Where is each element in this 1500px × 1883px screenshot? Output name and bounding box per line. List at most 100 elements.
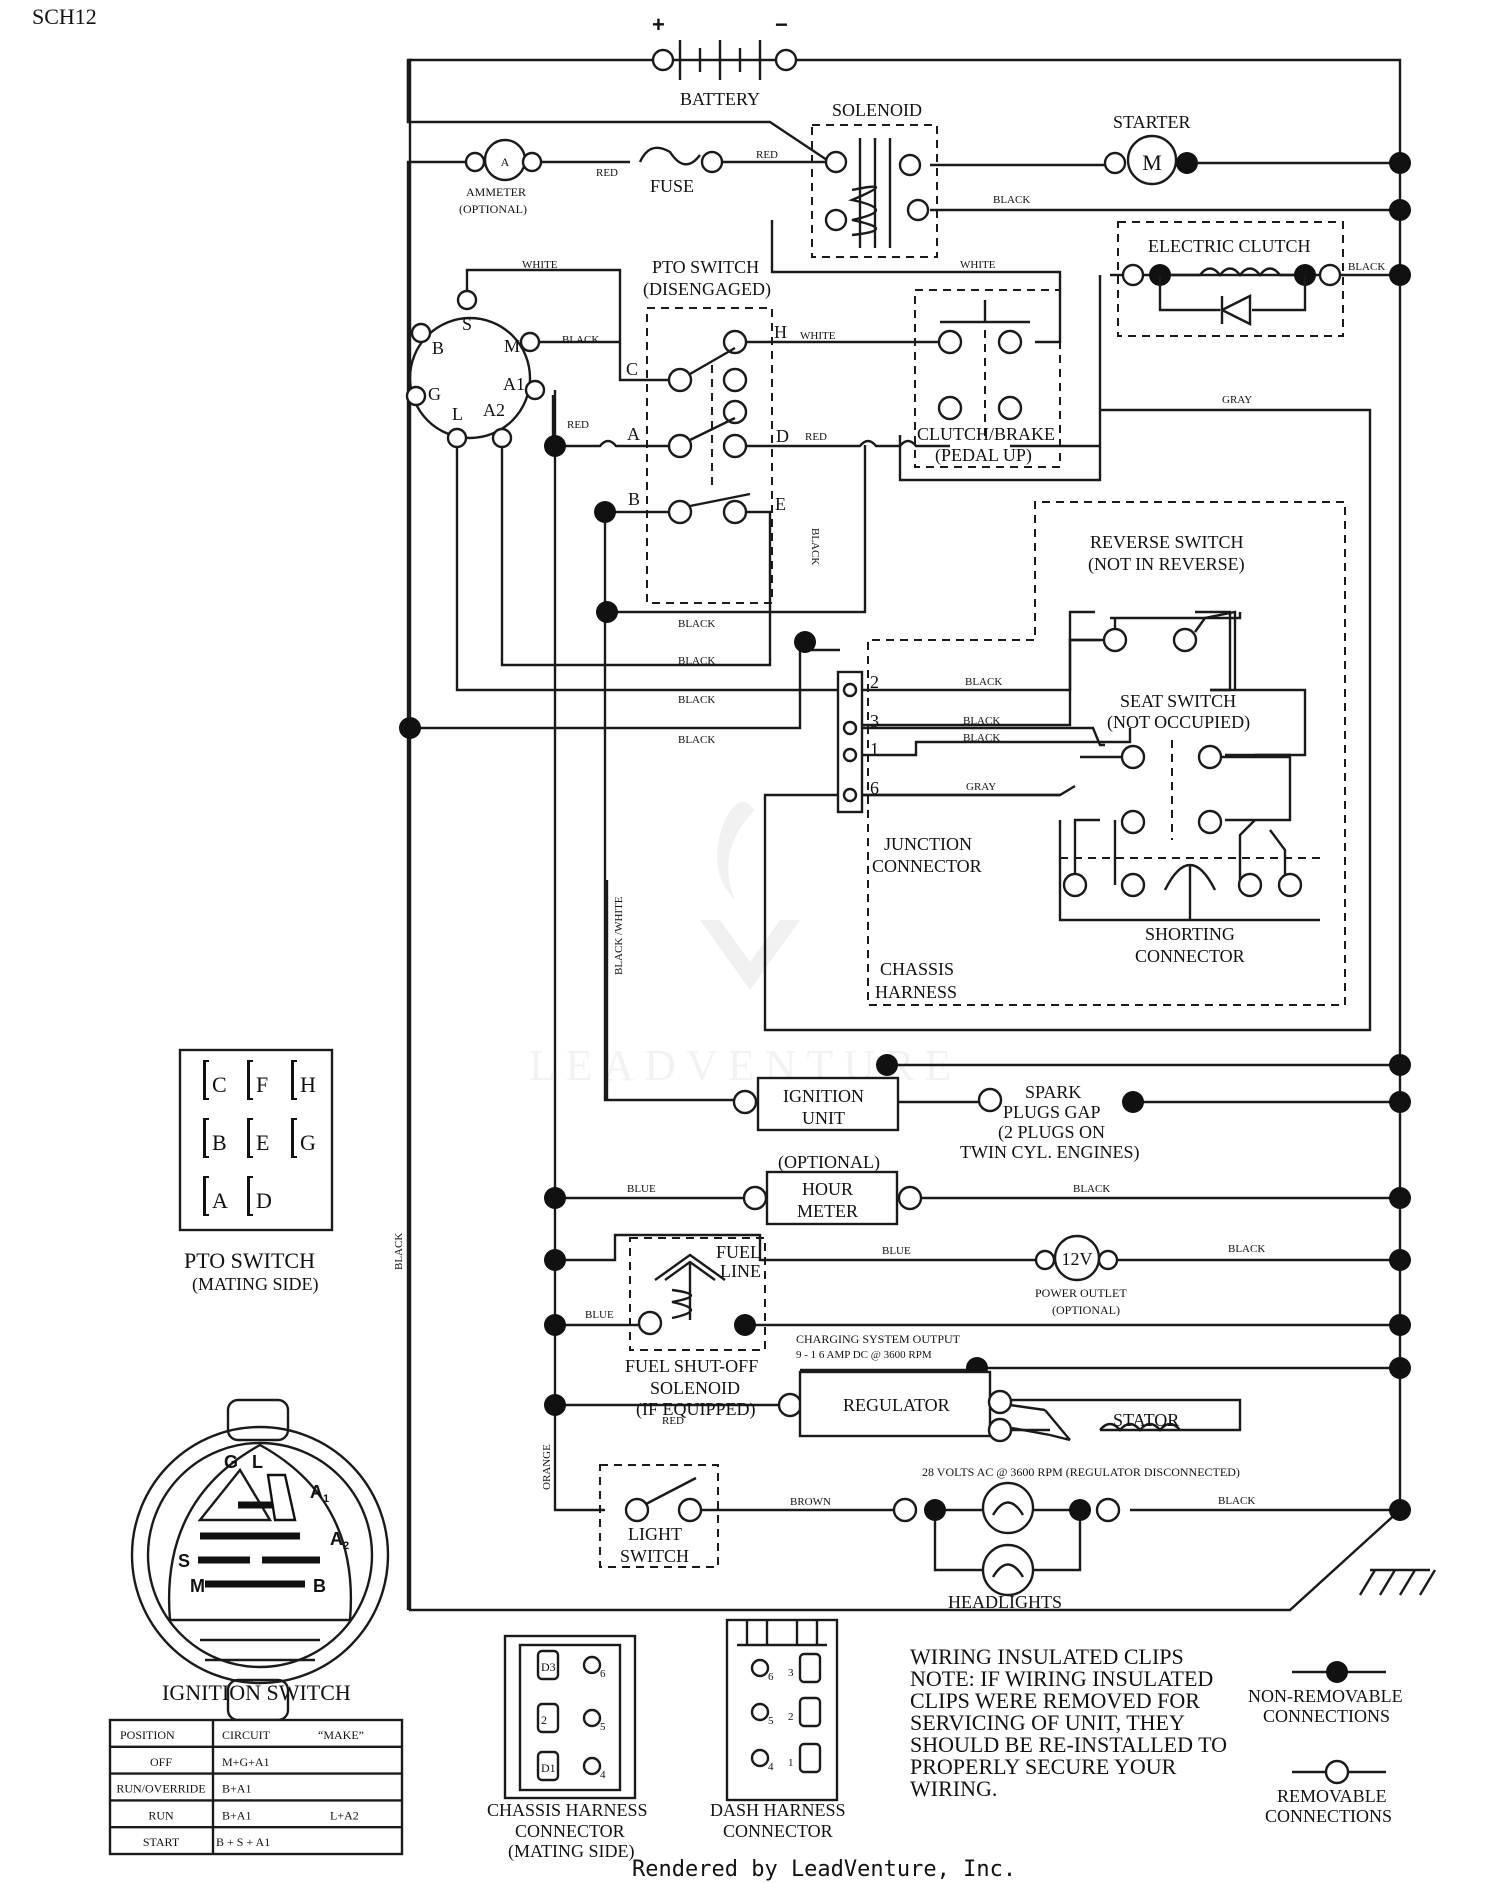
charging-output-spec: 9 - 1 6 AMP DC @ 3600 RPM bbox=[796, 1349, 932, 1361]
non-removable-connection-dots bbox=[399, 152, 1411, 1521]
ign-face-A1: A bbox=[310, 1482, 323, 1502]
wire-black-label: BLACK bbox=[562, 334, 599, 346]
wire-black-label: BLACK bbox=[1218, 1495, 1255, 1507]
ign-terminal-A2: A2 bbox=[483, 400, 505, 420]
legend-removable-label: REMOVABLE bbox=[1277, 1786, 1387, 1806]
fuel-line-label: FUEL bbox=[716, 1242, 761, 1262]
table-cell-position: START bbox=[143, 1835, 180, 1849]
ign-face-A1-sub: 1 bbox=[323, 1493, 329, 1505]
pto-terminal-C: C bbox=[626, 359, 638, 379]
wire-black-label: BLACK bbox=[963, 732, 1000, 744]
wire-white-label: WHITE bbox=[522, 259, 558, 271]
battery-negative-terminal bbox=[774, 48, 798, 72]
wire-black-label: BLACK bbox=[993, 194, 1030, 206]
table-cell-make: L+A2 bbox=[330, 1808, 359, 1822]
ammeter-optional-label: (OPTIONAL) bbox=[459, 202, 527, 216]
ign-face-S: S bbox=[178, 1551, 190, 1571]
ign-face-A2-sub: 2 bbox=[343, 1540, 349, 1552]
battery-minus-sign: − bbox=[775, 12, 788, 37]
junction-connector: 2 3 1 6 JUNCTION CONNECTOR BLACK BLACK B… bbox=[613, 670, 1002, 975]
stator-voltage-note: 28 VOLTS AC @ 3600 RPM (REGULATOR DISCON… bbox=[922, 1465, 1240, 1479]
ign-terminal-B: B bbox=[432, 338, 444, 358]
fuel-solenoid-label: FUEL SHUT-OFF bbox=[625, 1356, 758, 1376]
wiring-clips-note: WIRING INSULATED CLIPS NOTE: IF WIRING I… bbox=[910, 1644, 1227, 1801]
electric-clutch-label: ELECTRIC CLUTCH bbox=[1148, 236, 1311, 256]
wire-orange-label: ORANGE bbox=[541, 1444, 553, 1490]
wire-red-label: RED bbox=[756, 149, 778, 161]
ammeter-symbol: A bbox=[501, 155, 510, 169]
clutch-brake-switch: WHITE CLUTCH/BRAKE (PEDAL UP) GRAY bbox=[914, 259, 1252, 468]
ignition-unit-label: IGNITION bbox=[783, 1086, 864, 1106]
table-header-circuit: CIRCUIT bbox=[222, 1728, 271, 1742]
ign-face-M: M bbox=[190, 1576, 205, 1596]
wire-black-label: BLACK bbox=[678, 618, 715, 630]
wire-red-label: RED bbox=[567, 419, 589, 431]
pto-mating-letter: F bbox=[256, 1072, 268, 1097]
pto-mating-letter: B bbox=[212, 1130, 227, 1155]
ammeter: A AMMETER (OPTIONAL) bbox=[459, 138, 543, 216]
battery: + − BATTERY bbox=[651, 12, 798, 109]
chassis-connector-label-3: (MATING SIDE) bbox=[508, 1841, 634, 1862]
pto-terminal-B: B bbox=[628, 489, 640, 509]
pto-switch-state-label: (DISENGAGED) bbox=[643, 279, 771, 300]
table-cell-circuit: B+A1 bbox=[222, 1808, 251, 1822]
dash-pin-right: 3 bbox=[788, 1667, 794, 1679]
chassis-harness-label-2: HARNESS bbox=[875, 982, 957, 1002]
seat-switch: SEAT SWITCH (NOT OCCUPIED) SHORTING CONN… bbox=[1060, 691, 1320, 966]
connection-legend: NON-REMOVABLE CONNECTIONS REMOVABLE CONN… bbox=[1248, 1661, 1403, 1826]
note-line-7: WIRING. bbox=[910, 1776, 997, 1801]
dash-connector-label: DASH HARNESS bbox=[710, 1800, 846, 1820]
spark-plugs-note-1: (2 PLUGS ON bbox=[998, 1122, 1105, 1143]
chassis-harness: CHASSIS HARNESS bbox=[867, 501, 1346, 1006]
ign-face-A2: A bbox=[330, 1529, 343, 1549]
clutch-brake-label: CLUTCH/BRAKE bbox=[917, 424, 1055, 444]
starter-motor-symbol: M bbox=[1142, 150, 1162, 175]
fuse-label: FUSE bbox=[650, 176, 694, 196]
wire-black-label: BLACK bbox=[1228, 1243, 1265, 1255]
wire-black-label: BLACK bbox=[678, 734, 715, 746]
wire-blue-label: BLUE bbox=[585, 1309, 614, 1321]
starter-motor: STARTER M BLACK bbox=[993, 112, 1198, 206]
charging-output-label: CHARGING SYSTEM OUTPUT bbox=[796, 1332, 961, 1346]
chassis-pin-left: D3 bbox=[541, 1660, 556, 1674]
legend-nonremovable-label-2: CONNECTIONS bbox=[1263, 1706, 1390, 1726]
ign-face-G: G bbox=[224, 1452, 238, 1472]
hour-meter-optional-label: (OPTIONAL) bbox=[778, 1152, 880, 1173]
light-switch-label: LIGHT bbox=[628, 1524, 682, 1544]
battery-positive-terminal bbox=[651, 48, 675, 72]
spark-plugs-gap-label: PLUGS GAP bbox=[1003, 1102, 1101, 1122]
legend-removable-label-2: CONNECTIONS bbox=[1265, 1806, 1392, 1826]
solenoid: SOLENOID bbox=[811, 100, 938, 258]
ammeter-label: AMMETER bbox=[466, 185, 526, 199]
ignition-unit: IGNITION UNIT SPARK PLUGS GAP (2 PLUGS O… bbox=[732, 1054, 1144, 1163]
stator-label: STATOR bbox=[1113, 1410, 1179, 1430]
dash-pin-right: 1 bbox=[788, 1757, 794, 1769]
shorting-connector-label: SHORTING bbox=[1145, 924, 1235, 944]
fuel-shutoff-solenoid: FUEL LINE FUEL SHUT-OFF SOLENOID (IF EQU… bbox=[585, 1237, 766, 1420]
table-header-position: POSITION bbox=[120, 1728, 175, 1742]
regulator-label: REGULATOR bbox=[843, 1395, 950, 1415]
battery-plus-sign: + bbox=[652, 12, 665, 37]
wire-black-label: BLACK bbox=[963, 715, 1000, 727]
pto-mating-letter: D bbox=[256, 1188, 272, 1213]
seat-switch-state-label: (NOT OCCUPIED) bbox=[1107, 712, 1250, 733]
chassis-pin-right: 6 bbox=[600, 1668, 606, 1680]
table-cell-position: RUN/OVERRIDE bbox=[116, 1782, 205, 1796]
wire-red-label: RED bbox=[596, 167, 618, 179]
chassis-connector-label: CHASSIS HARNESS bbox=[487, 1800, 648, 1820]
junction-pin-6: 6 bbox=[870, 778, 879, 798]
shorting-connector-label-2: CONNECTOR bbox=[1135, 946, 1245, 966]
chassis-harness-label: CHASSIS bbox=[880, 959, 954, 979]
pto-switch-label: PTO SWITCH bbox=[652, 257, 759, 277]
ignition-switch-title: IGNITION SWITCH bbox=[162, 1680, 351, 1705]
junction-pin-3: 3 bbox=[870, 711, 879, 731]
wire-black-label: BLACK bbox=[393, 1233, 405, 1270]
chassis-pin-right: 4 bbox=[600, 1769, 606, 1781]
fuel-solenoid-label-3: (IF EQUIPPED) bbox=[636, 1399, 756, 1420]
dash-pin-left: 6 bbox=[768, 1671, 774, 1683]
table-cell-circuit: M+G+A1 bbox=[222, 1755, 270, 1769]
ign-terminal-M: M bbox=[504, 336, 520, 356]
solenoid-label: SOLENOID bbox=[832, 100, 922, 120]
